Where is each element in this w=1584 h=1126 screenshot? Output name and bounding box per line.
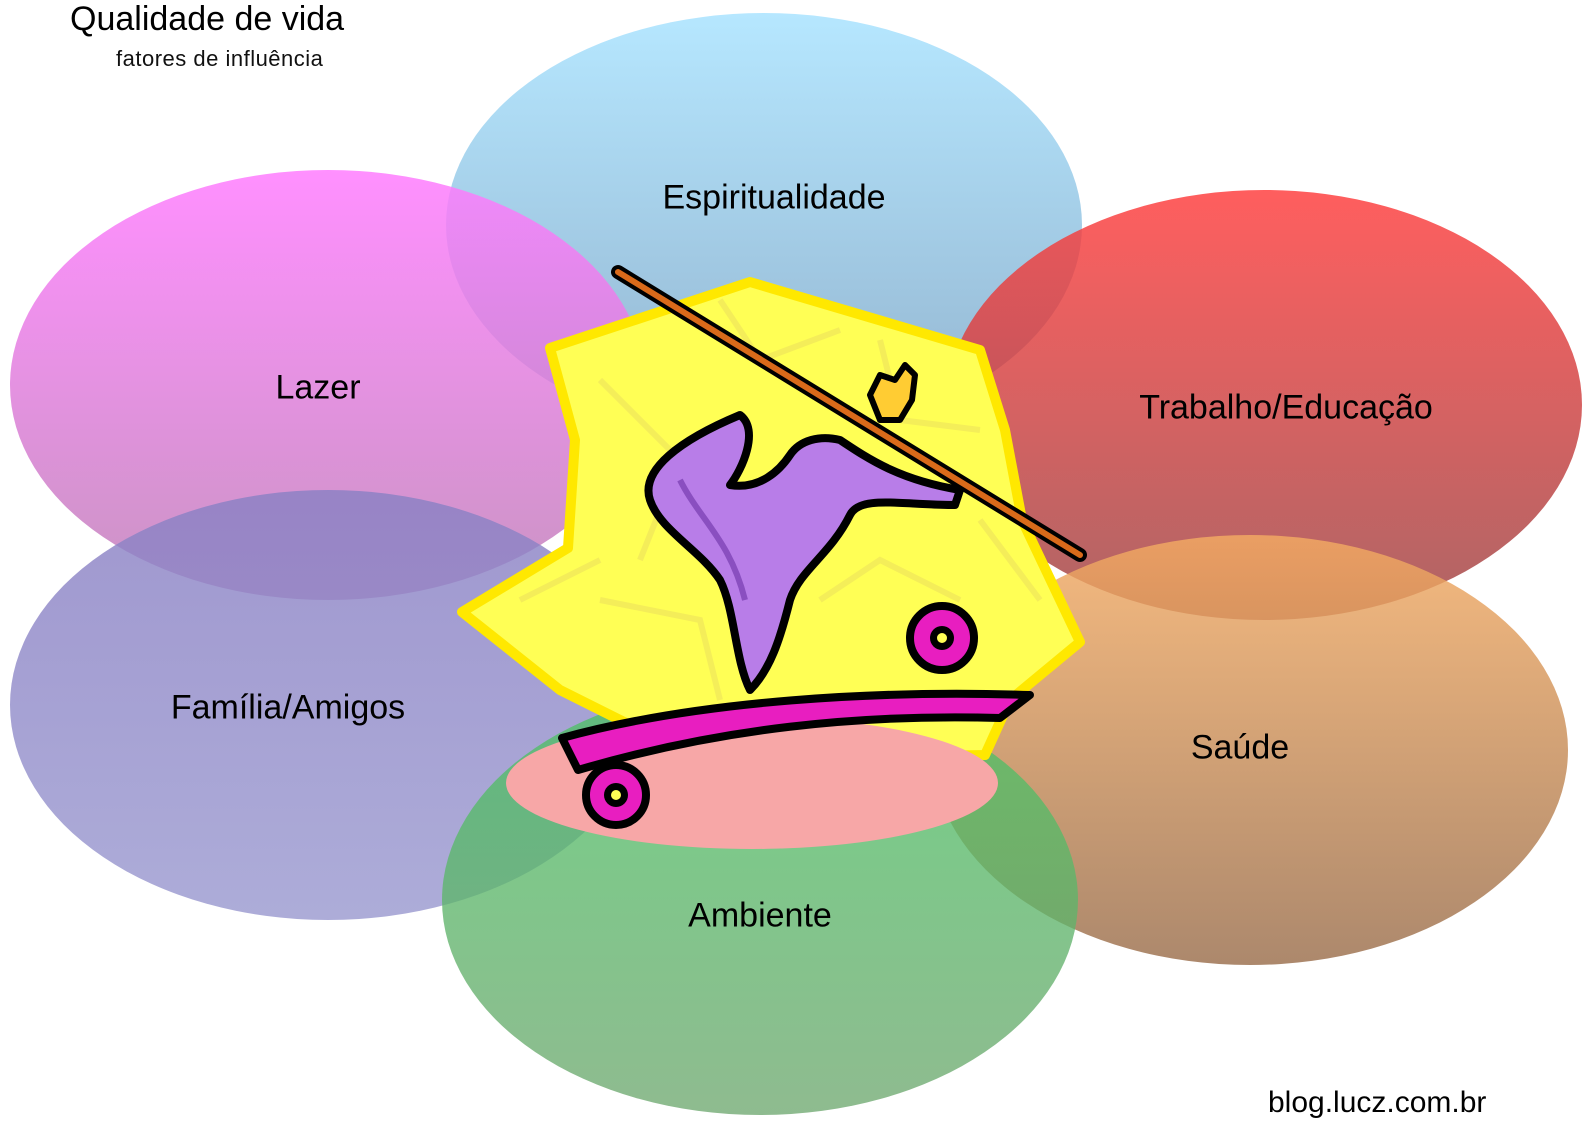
- label-familia: Família/Amigos: [170, 688, 406, 727]
- figure-head: [867, 362, 918, 423]
- label-saude: Saúde: [1190, 728, 1290, 767]
- wheel-back: [582, 761, 650, 829]
- label-ambiente: Ambiente: [688, 896, 832, 935]
- ellipse-lazer: [10, 170, 646, 600]
- ellipse-trabalho: [946, 190, 1582, 620]
- label-lazer: Lazer: [275, 368, 361, 407]
- page-title: Qualidade de vida: [70, 0, 345, 38]
- ellipse-saude: [932, 535, 1568, 965]
- page-subtitle: fatores de influência: [116, 46, 324, 71]
- wheel-front: [906, 602, 978, 674]
- label-espiritualidade: Espiritualidade: [662, 178, 886, 217]
- figure-body: [644, 411, 964, 694]
- label-trabalho: Trabalho/Educação: [1139, 388, 1433, 427]
- skateboarder-illustration: [457, 265, 1087, 849]
- credit-text: blog.lucz.com.br: [1268, 1086, 1487, 1119]
- skateboard: [558, 689, 1034, 774]
